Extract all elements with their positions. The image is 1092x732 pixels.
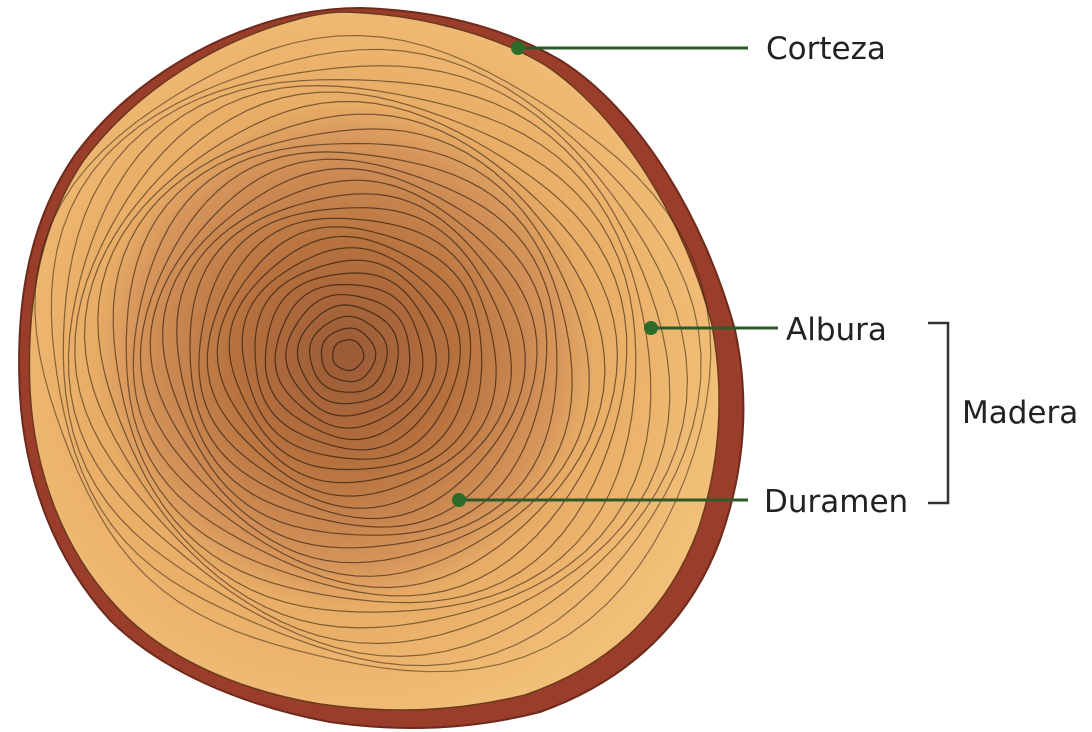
bark-leader-dot	[511, 41, 525, 55]
heartwood-label: Duramen	[764, 484, 908, 520]
bark-label: Corteza	[766, 31, 886, 67]
wood-label: Madera	[962, 395, 1078, 431]
heartwood-leader-dot	[452, 493, 466, 507]
sapwood-label: Albura	[786, 312, 887, 348]
sapwood-leader-dot	[644, 321, 658, 335]
wood-bracket	[928, 323, 948, 503]
